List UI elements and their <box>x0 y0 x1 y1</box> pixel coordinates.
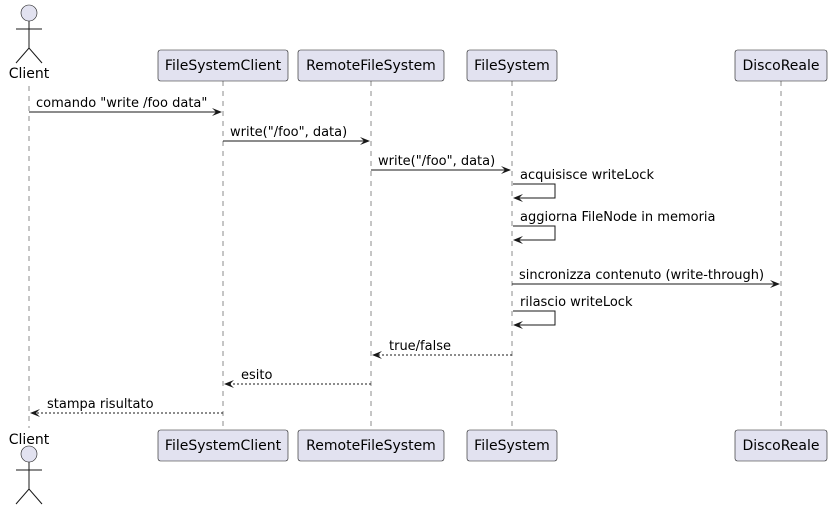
participant-box <box>466 429 558 462</box>
participant-label: RemoteFileSystem <box>306 438 436 454</box>
participant-fsclient-top: FileSystemClient <box>157 49 289 82</box>
message-label: true/false <box>389 339 451 354</box>
participant-box <box>466 49 558 82</box>
participant-box <box>157 49 289 82</box>
actor-head-icon <box>20 4 38 22</box>
participant-box <box>297 49 445 82</box>
participant-disk-bottom: DiscoReale <box>734 429 828 462</box>
participant-label: FileSystemClient <box>165 58 282 74</box>
participant-label: FileSystem <box>474 58 550 74</box>
participants-bottom: Client FileSystemClient RemoteFileSystem Fi… <box>9 429 828 505</box>
participant-label: DiscoReale <box>742 438 819 454</box>
participant-fsclient-bottom: FileSystemClient <box>157 429 289 462</box>
message-5: aggiorna FileNode in memoria <box>513 210 716 244</box>
participant-label: FileSystemClient <box>165 438 282 454</box>
arrowhead-icon <box>30 409 40 417</box>
arrowhead-icon <box>513 236 523 244</box>
arrowhead-icon <box>513 321 523 329</box>
participant-box <box>734 49 828 82</box>
message-8: true/false <box>372 339 512 359</box>
actor-bottom: Client <box>9 432 50 505</box>
arrowhead-icon <box>501 166 511 174</box>
message-label: acquisisce writeLock <box>520 168 654 183</box>
message-9: esito <box>224 368 371 388</box>
message-10: stampa risultato <box>30 397 223 417</box>
participant-fs-top: FileSystem <box>466 49 558 82</box>
participant-remote-bottom: RemoteFileSystem <box>297 429 445 462</box>
participant-box <box>297 429 445 462</box>
arrowhead-icon <box>372 351 382 359</box>
lifelines <box>28 81 782 430</box>
actor-top: Client <box>9 4 50 82</box>
actor-head-icon <box>20 445 38 463</box>
participant-box <box>157 429 289 462</box>
message-label: comando "write /foo data" <box>36 96 207 111</box>
message-1: comando "write /foo data" <box>29 96 222 116</box>
message-line <box>513 310 556 326</box>
actor-legs <box>15 488 43 505</box>
participant-label: Client <box>9 66 50 82</box>
message-label: aggiorna FileNode in memoria <box>520 210 716 225</box>
message-label: sincronizza contenuto (write-through) <box>519 268 764 283</box>
message-3: write("/foo", data) <box>371 154 511 174</box>
participant-fs-bottom: FileSystem <box>466 429 558 462</box>
arrowhead-icon <box>513 194 523 202</box>
arrowhead-icon <box>770 280 780 288</box>
message-line <box>513 225 556 241</box>
message-label: write("/foo", data) <box>230 125 347 140</box>
participant-remote-top: RemoteFileSystem <box>297 49 445 82</box>
messages: comando "write /foo data" write("/foo", d… <box>29 96 780 417</box>
message-label: rilascio writeLock <box>520 295 633 310</box>
arrowhead-icon <box>360 137 370 145</box>
message-label: esito <box>241 368 272 383</box>
actor-legs <box>15 47 43 64</box>
participant-label: DiscoReale <box>742 58 819 74</box>
message-6: sincronizza contenuto (write-through) <box>512 268 780 288</box>
message-label: write("/foo", data) <box>378 154 495 169</box>
participant-box <box>734 429 828 462</box>
message-2: write("/foo", data) <box>223 125 370 145</box>
participants-top: Client FileSystemClient RemoteFileSystem Fi… <box>9 4 828 82</box>
participant-label: FileSystem <box>474 438 550 454</box>
participant-label: RemoteFileSystem <box>306 58 436 74</box>
arrowhead-icon <box>212 108 222 116</box>
arrowhead-icon <box>224 380 234 388</box>
message-label: stampa risultato <box>47 397 154 412</box>
participant-disk-top: DiscoReale <box>734 49 828 82</box>
message-line <box>513 183 556 199</box>
participant-label: Client <box>9 432 50 448</box>
message-4: acquisisce writeLock <box>513 168 654 202</box>
message-7: rilascio writeLock <box>513 295 633 329</box>
